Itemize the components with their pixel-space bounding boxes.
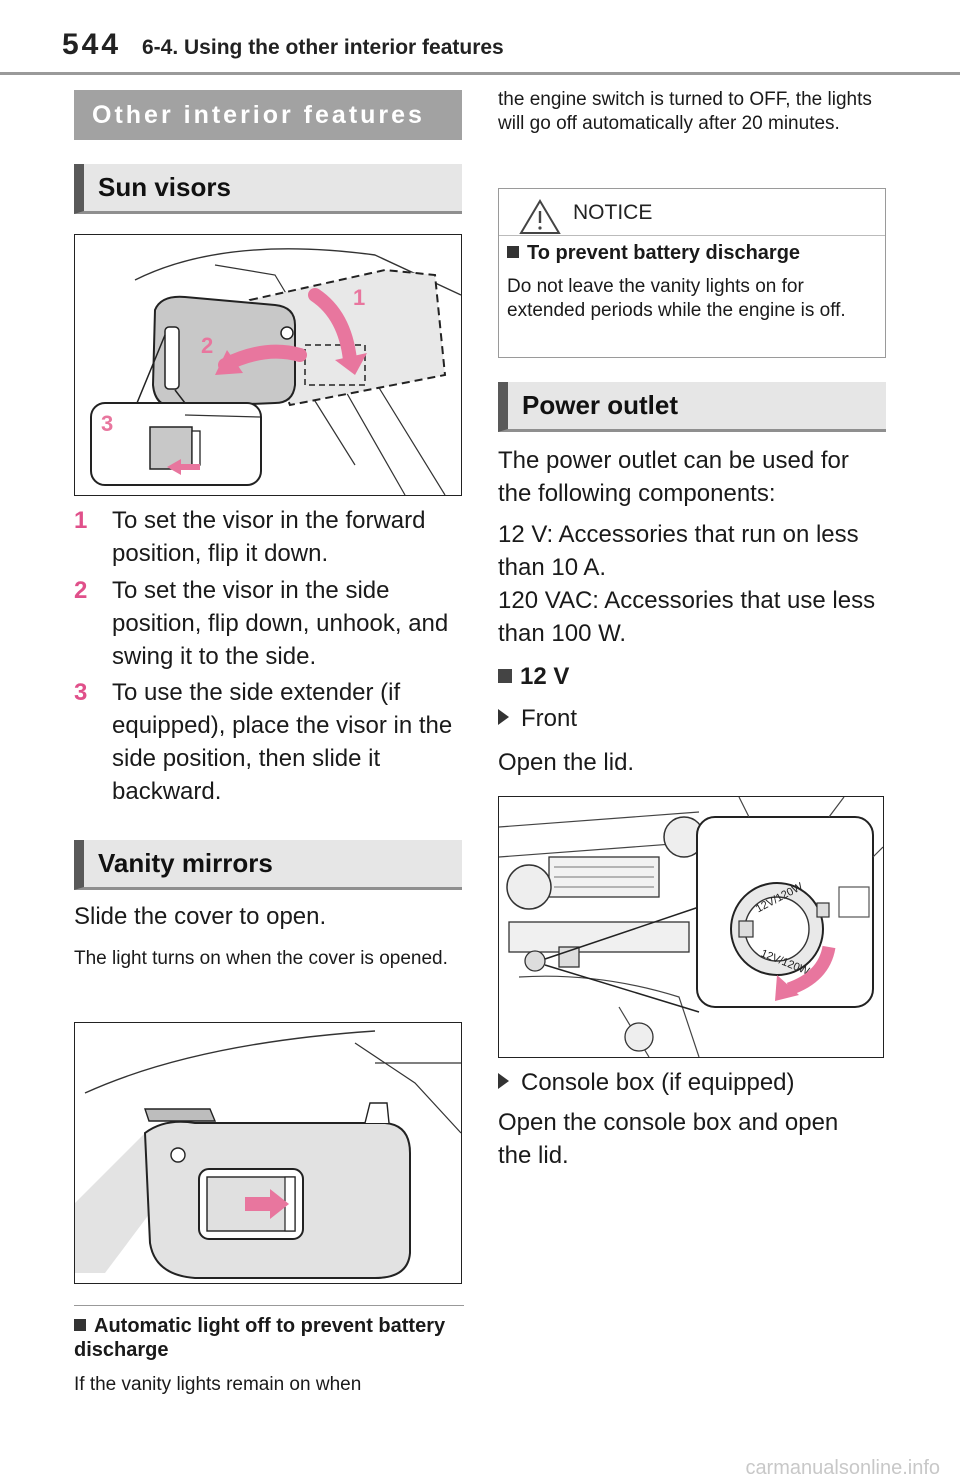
- notice-box: NOTICE To prevent battery discharge Do n…: [498, 188, 886, 358]
- vanity-instruction: Slide the cover to open.: [74, 903, 327, 930]
- notice-divider: [499, 235, 885, 236]
- step-3: 3 To use the side extender (if equipped)…: [74, 676, 464, 808]
- power-outlet-intro: The power outlet can be used for the fol…: [498, 447, 849, 507]
- step-number: 3: [74, 679, 88, 706]
- step-text: To use the side extender (if equipped), …: [112, 679, 453, 805]
- vanity-mirror-illustration: [74, 1022, 462, 1284]
- vanity-note: The light turns on when the cover is ope…: [74, 948, 448, 969]
- step-2: 2 To set the visor in the side position,…: [74, 574, 464, 673]
- console-label: Console box (if equipped): [498, 1066, 888, 1099]
- triangle-bullet-icon: [498, 1073, 509, 1089]
- sun-visor-illustration: 1 2 3: [74, 234, 462, 496]
- square-bullet-icon: [507, 246, 519, 258]
- watermark: carmanualsonline.info: [745, 1457, 940, 1479]
- front-label: Front: [498, 702, 577, 735]
- auto-light-heading: Automatic light off to prevent battery d…: [74, 1315, 446, 1361]
- callout-2: 2: [201, 333, 213, 358]
- header-rule: [0, 72, 960, 75]
- front-instruction: Open the lid.: [498, 749, 635, 776]
- spec-120v: 120 VAC: Accessories that use less than …: [498, 587, 876, 647]
- vanity-mirrors-heading: Vanity mirrors: [74, 840, 462, 890]
- auto-light-text: If the vanity lights remain on when: [74, 1374, 362, 1395]
- callout-1: 1: [353, 285, 365, 310]
- triangle-bullet-icon: [498, 709, 509, 725]
- notice-text: Do not leave the vanity lights on for ex…: [507, 276, 846, 321]
- step-number: 2: [74, 577, 88, 604]
- step-text: To set the visor in the side position, f…: [112, 577, 449, 670]
- console-instruction: Open the console box and open the lid.: [498, 1109, 839, 1169]
- sun-visors-heading: Sun visors: [74, 164, 462, 214]
- square-bullet-icon: [74, 1319, 86, 1331]
- power-outlet-illustration: 12V/120W 12V/120W: [498, 796, 884, 1058]
- spec-12v: 12 V: Accessories that run on less than …: [498, 521, 859, 581]
- square-bullet-icon: [498, 669, 512, 683]
- step-text: To set the visor in the forward position…: [112, 507, 426, 567]
- divider: [74, 1305, 464, 1306]
- warning-triangle-icon: [519, 199, 561, 234]
- continuation-text: the engine switch is turned to OFF, the …: [498, 89, 872, 134]
- notice-heading: To prevent battery discharge: [507, 241, 883, 265]
- section-banner: Other interior features: [74, 90, 462, 140]
- notice-title: NOTICE: [573, 201, 653, 224]
- callout-3: 3: [101, 411, 113, 436]
- step-1: 1 To set the visor in the forward positi…: [74, 504, 464, 570]
- section-title: 6-4. Using the other interior features: [142, 36, 504, 59]
- power-outlet-heading: Power outlet: [498, 382, 886, 432]
- page-number: 544: [62, 28, 122, 61]
- step-number: 1: [74, 507, 88, 534]
- sub-12v-heading: 12 V: [498, 660, 569, 693]
